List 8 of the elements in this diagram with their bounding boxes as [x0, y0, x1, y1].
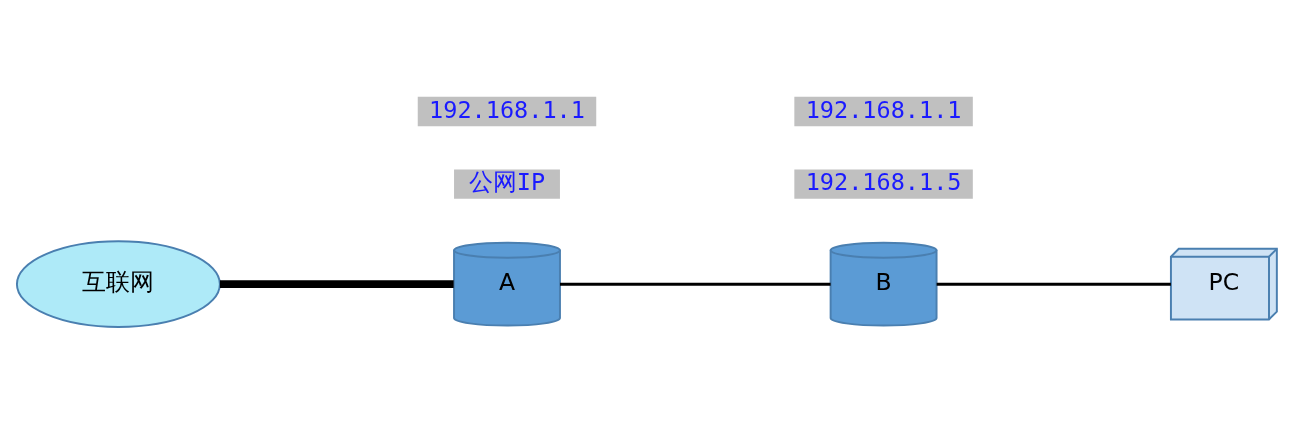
- node-ellipse: 互联网: [15, 239, 221, 328]
- connector: [936, 282, 1171, 286]
- label: 公网IP: [468, 167, 546, 196]
- label: 192.168.1.1: [429, 95, 585, 124]
- label: 192.168.1.5: [805, 167, 962, 196]
- connector: [560, 282, 831, 286]
- connector: [219, 279, 454, 288]
- label: 192.168.1.1: [805, 95, 962, 124]
